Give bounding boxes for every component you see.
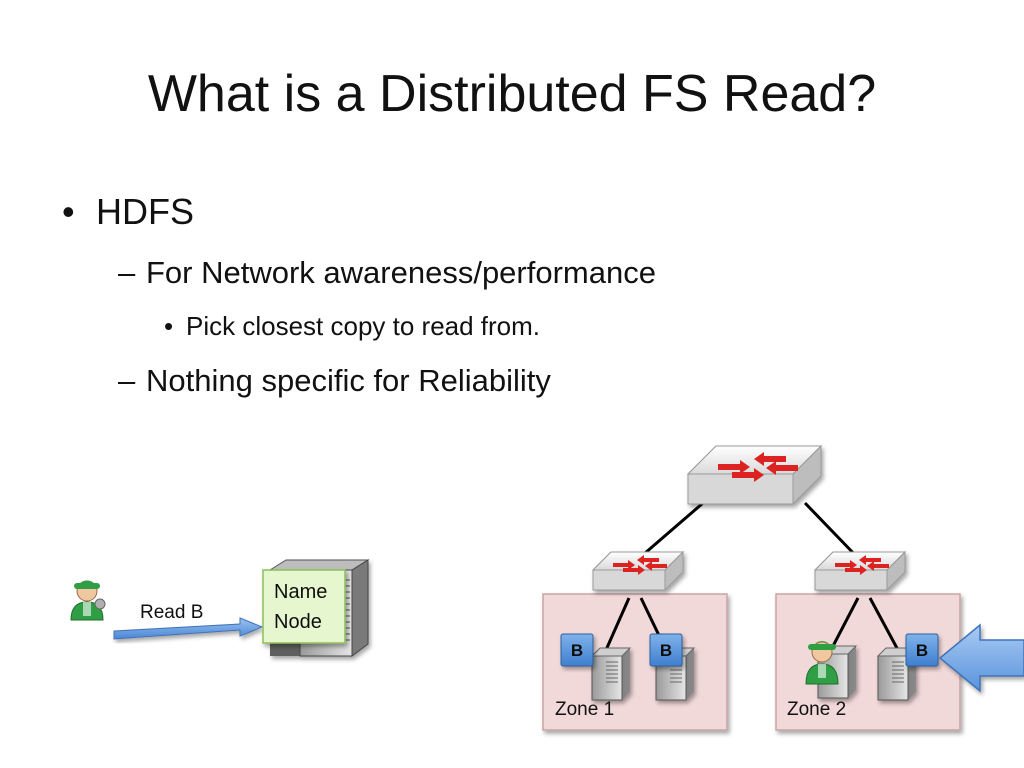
block-b-label: B: [571, 641, 583, 660]
bullet-dash-icon: –: [118, 255, 136, 290]
block-b-label: B: [660, 641, 672, 660]
name-node-label-box: Name Node: [262, 569, 346, 644]
zone-2-label: Zone 2: [787, 699, 846, 720]
zone-2-server-b-icon: [876, 647, 918, 701]
slide-title: What is a Distributed FS Read?: [147, 65, 877, 123]
zone-1-server-a-icon: [590, 647, 632, 701]
bullet-text-closest: Pick closest copy to read from.: [186, 311, 541, 341]
client-admin-user-icon: [70, 580, 106, 621]
zone-1-label: Zone 1: [555, 699, 614, 720]
read-request-arrow-icon: [113, 617, 264, 640]
name-node-label-line2: Node: [274, 611, 322, 633]
read-b-label: Read B: [140, 602, 203, 623]
zone-1-switch-icon: [591, 550, 685, 592]
bullet-level2-reliability: –Nothing specific for Reliability: [118, 362, 551, 400]
bullet-level3-closest: • Pick closest copy to read from.: [164, 310, 540, 342]
network-links: [604, 501, 900, 651]
big-blue-arrow-icon: [938, 623, 1024, 693]
bullet-dash-icon: –: [118, 363, 136, 398]
block-b-zone1-a: B: [560, 633, 594, 667]
core-switch-icon: [686, 444, 823, 506]
zone-2-switch-icon: [813, 550, 907, 592]
block-b-zone2: B: [905, 633, 939, 667]
bullet-dot-small-icon: •: [164, 311, 174, 341]
bullet-text-hdfs: HDFS: [96, 191, 194, 232]
bullet-dot-icon: •: [62, 191, 75, 232]
bullet-level1: • HDFS: [62, 190, 194, 234]
zone-2-admin-user-icon: [805, 641, 839, 685]
bullet-text-reliability: Nothing specific for Reliability: [146, 363, 551, 398]
bullet-level2-network: –For Network awareness/performance: [118, 254, 656, 292]
bullet-list: •HDFS –For Network awareness/performance…: [62, 190, 656, 400]
block-b-label: B: [916, 641, 928, 660]
block-b-zone1-b: B: [649, 633, 683, 667]
name-node-label-line1: Name: [274, 581, 327, 603]
bullet-text-network: For Network awareness/performance: [146, 255, 656, 290]
